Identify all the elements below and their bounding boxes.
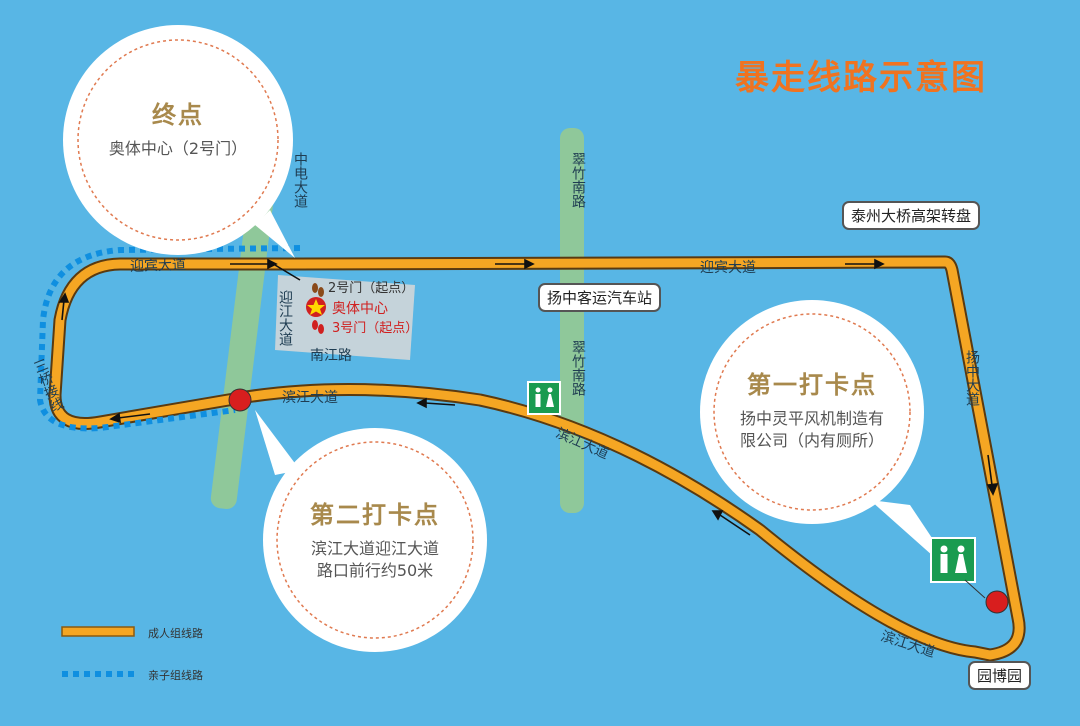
checkpoint1-title: 第一打卡点	[747, 371, 877, 399]
checkpoint1-desc-line2: 限公司（内有厕所）	[739, 431, 884, 450]
venue-block	[275, 275, 415, 360]
callout-expo-park: 园博园	[968, 661, 1032, 690]
label-nanjiang: 南江路	[310, 348, 352, 364]
checkpoint2-desc-line2: 路口前行约50米	[316, 561, 434, 580]
label-yingbin-left: 迎宾大道	[130, 257, 187, 275]
finish-title: 终点	[152, 101, 204, 129]
footprint-icon	[312, 283, 324, 334]
family-route	[36, 245, 301, 432]
label-yangzhong: 扬中大道	[964, 350, 980, 407]
legend-family: 亲子组线路	[148, 669, 203, 682]
label-cuizhu-bottom: 翠竹南路	[570, 340, 586, 396]
venue-gate2: 2号门（起点）	[328, 281, 414, 296]
callout-bus-station: 扬中客运汽车站	[538, 283, 662, 312]
direction-arrows	[58, 258, 999, 536]
finish-text: 终点 奥体中心（2号门）	[68, 95, 288, 160]
label-yingjiang: 迎江大道	[277, 290, 293, 347]
checkpoint1-desc: 扬中灵平风机制造有 限公司（内有厕所）	[702, 408, 922, 452]
circle-finish	[63, 25, 295, 258]
map-title: 暴走线路示意图	[735, 58, 987, 98]
venue-gate3: 3号门（起点）	[332, 321, 418, 336]
label-yingbin-right: 迎宾大道	[700, 260, 756, 276]
label-binjiang-left: 滨江大道	[282, 390, 338, 406]
checkpoint1-text: 第一打卡点 扬中灵平风机制造有 限公司（内有厕所）	[702, 365, 922, 452]
road-cuizhu	[560, 128, 584, 513]
circle-checkpoint2	[255, 410, 487, 652]
venue-center: 奥体中心	[332, 300, 388, 317]
toilet-icon	[527, 381, 986, 599]
checkpoint2-text: 第二打卡点 滨江大道迎江大道 路口前行约50米	[265, 495, 485, 582]
legend-adult: 成人组线路	[148, 627, 203, 640]
finish-desc: 奥体中心（2号门）	[108, 139, 248, 158]
checkpoint2-desc: 滨江大道迎江大道 路口前行约50米	[265, 538, 485, 582]
checkpoint2-title: 第二打卡点	[310, 501, 440, 529]
legend	[61, 626, 135, 677]
label-zhongdian: 中电大道	[292, 152, 308, 209]
callout-bridge: 泰州大桥高架转盘	[842, 201, 981, 230]
stop-marker-icon	[228, 388, 1009, 614]
checkpoint1-desc-line1: 扬中灵平风机制造有	[739, 409, 884, 428]
star-icon	[306, 297, 326, 317]
label-cuizhu-top: 翠竹南路	[570, 152, 586, 208]
adult-route	[48, 255, 1026, 662]
checkpoint2-desc-line1: 滨江大道迎江大道	[310, 539, 439, 558]
